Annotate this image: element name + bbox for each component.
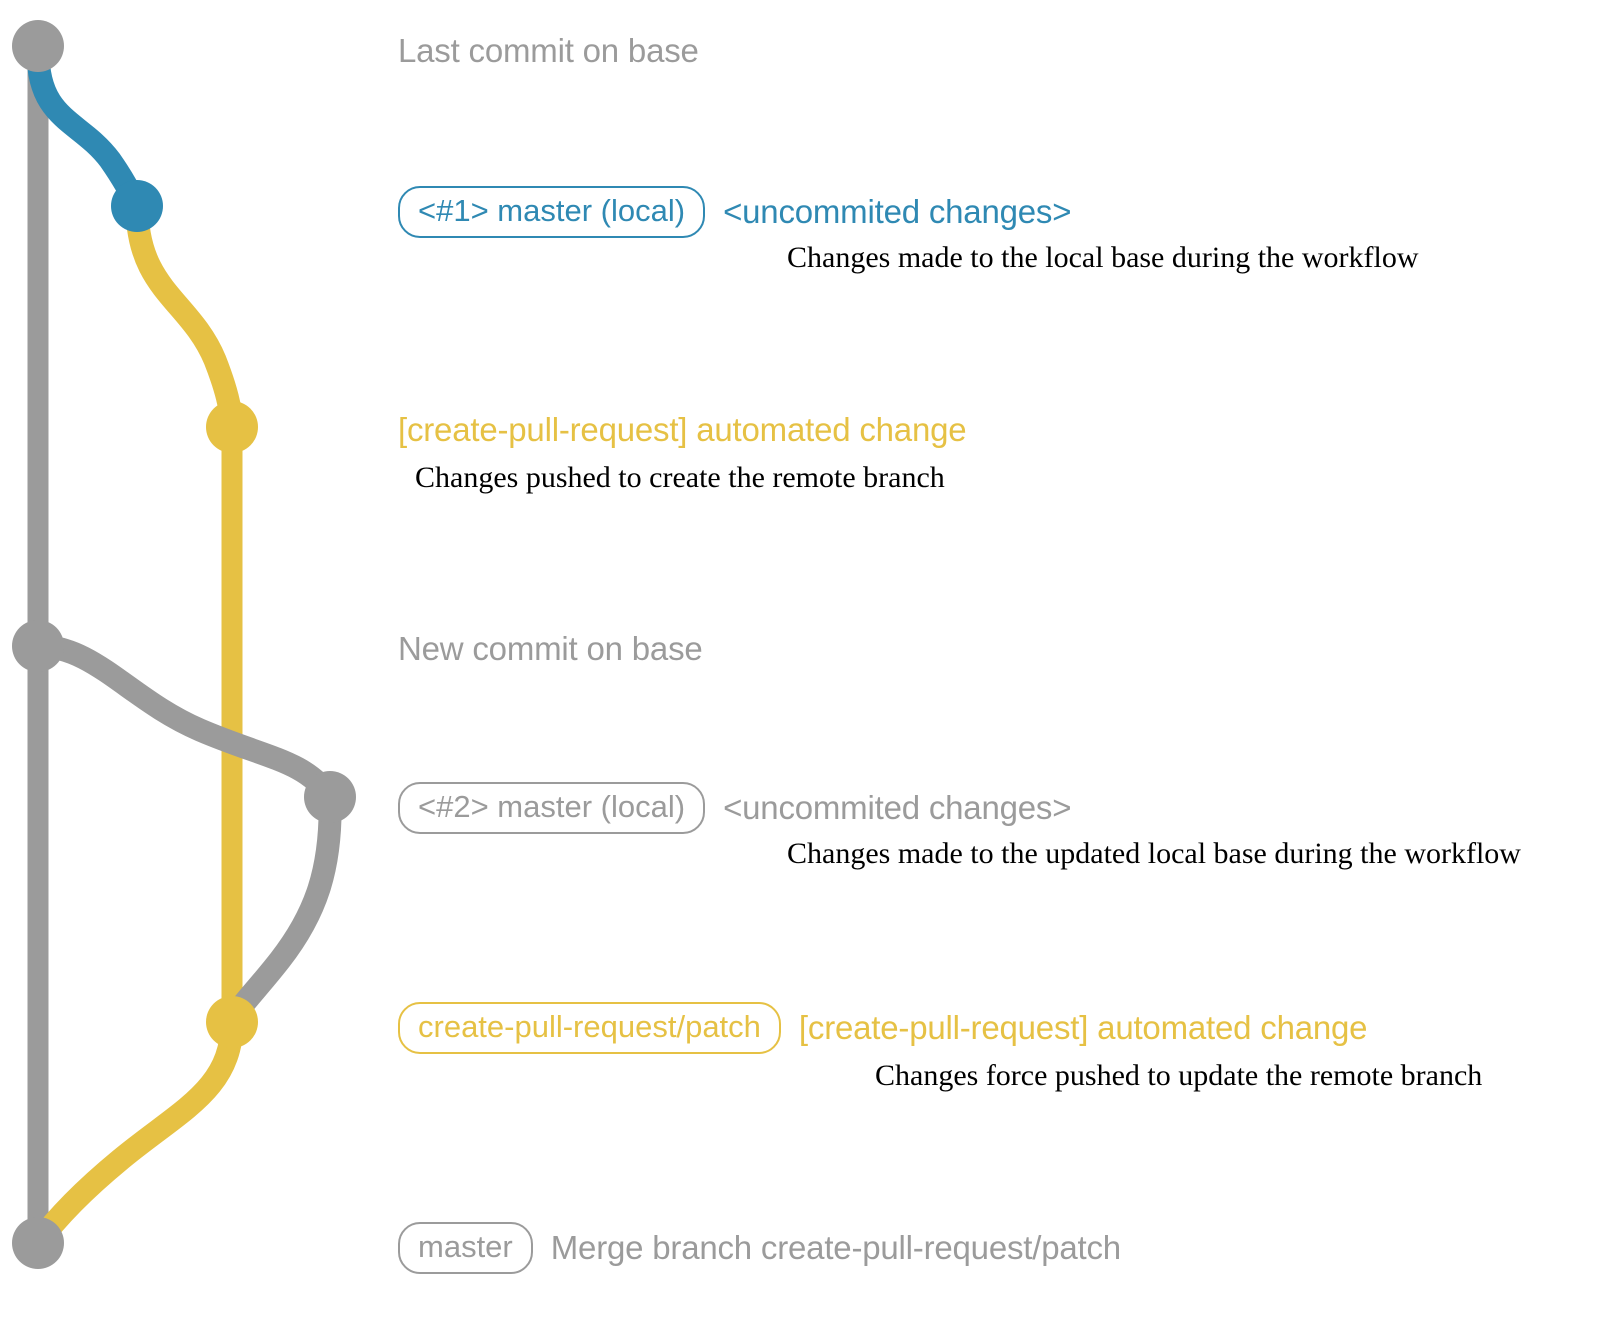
commit-node-base-new[interactable] xyxy=(12,620,64,672)
commit-node-patch-2[interactable] xyxy=(206,996,258,1048)
row-last-commit-on-base: Last commit on base xyxy=(398,32,699,70)
commit-message-local-1: <uncommited changes> xyxy=(723,193,1072,231)
row-master-merge: master Merge branch create-pull-request/… xyxy=(398,1222,1121,1275)
row-patch-branch: create-pull-request/patch [create-pull-r… xyxy=(398,1002,1368,1055)
commit-node-patch-1[interactable] xyxy=(206,401,258,453)
commit-message-new-commit-on-base: New commit on base xyxy=(398,630,703,667)
commit-message-local-2: <uncommited changes> xyxy=(723,789,1072,827)
row-local-1: <#1> master (local) <uncommited changes> xyxy=(398,186,1072,239)
row-automated-change-1: [create-pull-request] automated change xyxy=(398,411,967,449)
commit-message-last-commit-on-base: Last commit on base xyxy=(398,32,699,69)
branch-badge-local-2[interactable]: <#2> master (local) xyxy=(398,782,706,835)
branch-badge-patch[interactable]: create-pull-request/patch xyxy=(398,1002,781,1055)
commit-node-master-merge[interactable] xyxy=(12,1217,64,1269)
commit-message-automated-change-1: [create-pull-request] automated change xyxy=(398,411,967,448)
commit-message-master-merge: Merge branch create-pull-request/patch xyxy=(550,1229,1121,1267)
description-local-2: Changes made to the updated local base d… xyxy=(787,837,1521,870)
edge-base-new-to-local-2 xyxy=(26,634,342,809)
commit-node-local-1[interactable] xyxy=(111,180,163,232)
branch-badge-local-1[interactable]: <#1> master (local) xyxy=(398,186,706,239)
description-automated-change-1: Changes pushed to create the remote bran… xyxy=(415,461,945,494)
commit-node-base-top[interactable] xyxy=(12,20,64,72)
commit-message-patch-branch: [create-pull-request] automated change xyxy=(798,1009,1368,1047)
row-new-commit-on-base: New commit on base xyxy=(398,630,703,668)
row-local-2: <#2> master (local) <uncommited changes> xyxy=(398,782,1072,835)
branch-badge-master[interactable]: master xyxy=(398,1222,533,1275)
commit-node-local-2[interactable] xyxy=(304,771,356,823)
edge-patch-2-to-master-merge xyxy=(26,1010,244,1255)
description-patch-branch: Changes force pushed to update the remot… xyxy=(875,1059,1483,1092)
description-local-1: Changes made to the local base during th… xyxy=(787,241,1419,274)
